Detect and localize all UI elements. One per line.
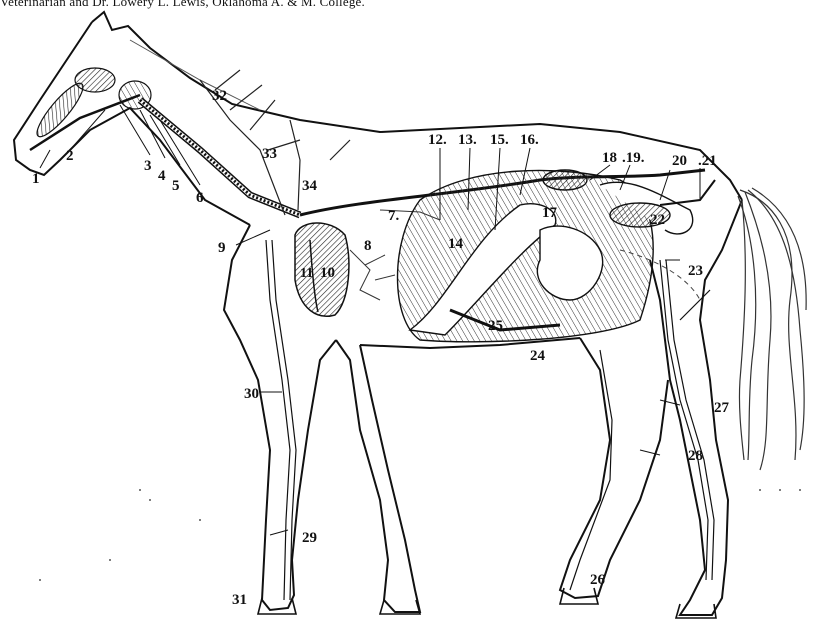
label-30: 30 bbox=[244, 386, 259, 402]
label-17: 17 bbox=[542, 205, 558, 221]
hooves bbox=[258, 588, 716, 618]
label-24: 24 bbox=[530, 348, 546, 364]
label-14: 14 bbox=[448, 236, 464, 252]
label-32: 32 bbox=[212, 88, 227, 104]
label-25: 25 bbox=[488, 318, 503, 334]
label-1: 1 bbox=[32, 171, 40, 187]
label-9: 9 bbox=[218, 240, 226, 256]
label-15: 15. bbox=[490, 132, 509, 148]
label-16: 16. bbox=[520, 132, 539, 148]
label-28: 28 bbox=[688, 448, 703, 464]
label-11: 11 bbox=[300, 266, 313, 281]
head-structures bbox=[30, 68, 151, 150]
label-8: 8 bbox=[364, 238, 372, 254]
tail bbox=[738, 188, 806, 470]
label-23: 23 bbox=[688, 263, 703, 279]
label-33: 33 bbox=[262, 146, 277, 162]
label-27: 27 bbox=[714, 400, 730, 416]
label-10: 10 bbox=[320, 265, 335, 281]
label-18: 18 bbox=[602, 150, 617, 166]
label-31: 31 bbox=[232, 592, 247, 608]
label-2: 2 bbox=[66, 148, 74, 164]
label-13: 13. bbox=[458, 132, 477, 148]
label-26: 26 bbox=[590, 572, 606, 588]
label-3: 3 bbox=[144, 158, 152, 174]
abdominal-organs bbox=[398, 170, 716, 342]
label-7: 7. bbox=[388, 208, 400, 224]
label-6: 6 bbox=[196, 190, 204, 206]
label-12: 12. bbox=[428, 132, 447, 148]
label-4: 4 bbox=[158, 168, 166, 184]
label-34: 34 bbox=[302, 178, 318, 194]
label-29: 29 bbox=[302, 530, 317, 546]
label-19: .19. bbox=[622, 150, 645, 166]
label-22: 22 bbox=[650, 212, 665, 228]
print-specks bbox=[39, 489, 801, 581]
label-20: 20 bbox=[672, 153, 687, 169]
label-5: 5 bbox=[172, 178, 180, 194]
label-21: .21 bbox=[698, 153, 717, 169]
